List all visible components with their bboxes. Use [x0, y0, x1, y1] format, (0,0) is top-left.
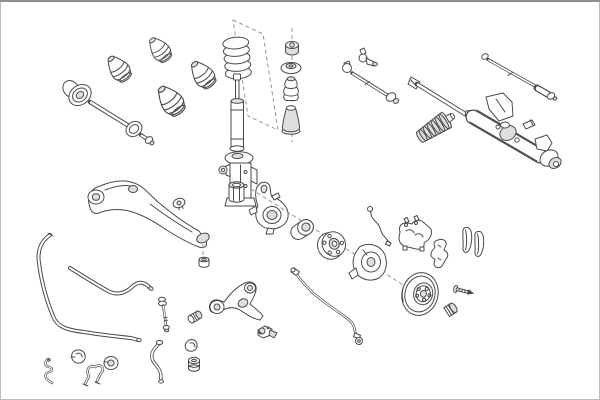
brake-pads: Brake pad set	[462, 226, 485, 257]
dust-shield: Brake dust shield	[348, 243, 387, 281]
lower-control-arm: Control arm (lower)	[209, 281, 264, 321]
tie-rod-right: Tie rod	[481, 53, 558, 101]
drive-shaft: Drive shaft with CV joints	[62, 80, 155, 146]
ball-joint: Ball joint	[257, 325, 278, 339]
brake-hose: Brake hose	[290, 267, 363, 345]
stab-clamp: Stabilizer clamp bracket	[82, 364, 105, 387]
tie-rod-left: Tie rod	[342, 60, 400, 104]
stabilizer-bar: Stabilizer (anti-roll) bar	[36, 232, 154, 343]
stabilizer-link: Stabilizer link	[158, 296, 170, 333]
wheel-hub: Wheel hub	[317, 231, 346, 260]
caliper-carrier: Caliper carrier	[430, 238, 449, 269]
retaining-clip: Retaining clip	[44, 357, 54, 385]
strut-mount-kit: Strut mount, bump stop and dust boot kit	[280, 28, 302, 142]
stab-bushing-1: Stabilizer bushing	[70, 349, 86, 364]
cv-boot-kit-2: CV boot kit	[101, 50, 136, 86]
ball-joint-nut: Ball joint nut	[198, 256, 210, 268]
spring-alignment-outline: Alignment outline (dashed)	[232, 19, 279, 131]
stab-bushing-3: Stabilizer bushing	[184, 339, 198, 352]
drop-link: Stabilizer drop link	[150, 340, 164, 384]
steering-knuckle: Steering knuckle	[248, 181, 289, 235]
upper-control-arm: Control arm (upper)	[87, 180, 210, 257]
cv-boot-kit-4: CV boot kit	[184, 55, 221, 93]
brake-pipe: Brake pipe	[367, 206, 392, 247]
disc-bolt: Disc retaining bolt	[453, 284, 475, 295]
steering-boot: Steering rack bellow boot	[415, 111, 456, 143]
steering-rack: Power steering rack	[407, 76, 562, 169]
stab-bushing-2: Stabilizer bushing	[103, 356, 119, 370]
arm-bushing: Control arm bushing	[172, 197, 186, 211]
cv-boot-kit-3: CV joint with boot	[151, 80, 190, 121]
coil-spring: Coil spring	[222, 36, 252, 80]
tie-rod-end: Tie rod end	[358, 47, 378, 67]
brake-disc: Brake disc	[401, 272, 439, 316]
brake-caliper: Brake caliper	[398, 215, 432, 252]
bushing-rings: Bushing ring set	[188, 356, 200, 372]
cv-boot-kit-1: CV boot kit	[143, 32, 176, 67]
spacer-sleeve-2: Spacer sleeve	[187, 310, 203, 324]
bushing-sleeve: Bushing sleeve	[228, 181, 245, 203]
sleeve-cap: Spacer sleeve	[443, 302, 458, 318]
wheel-bearing: Wheel bearing	[290, 219, 314, 240]
